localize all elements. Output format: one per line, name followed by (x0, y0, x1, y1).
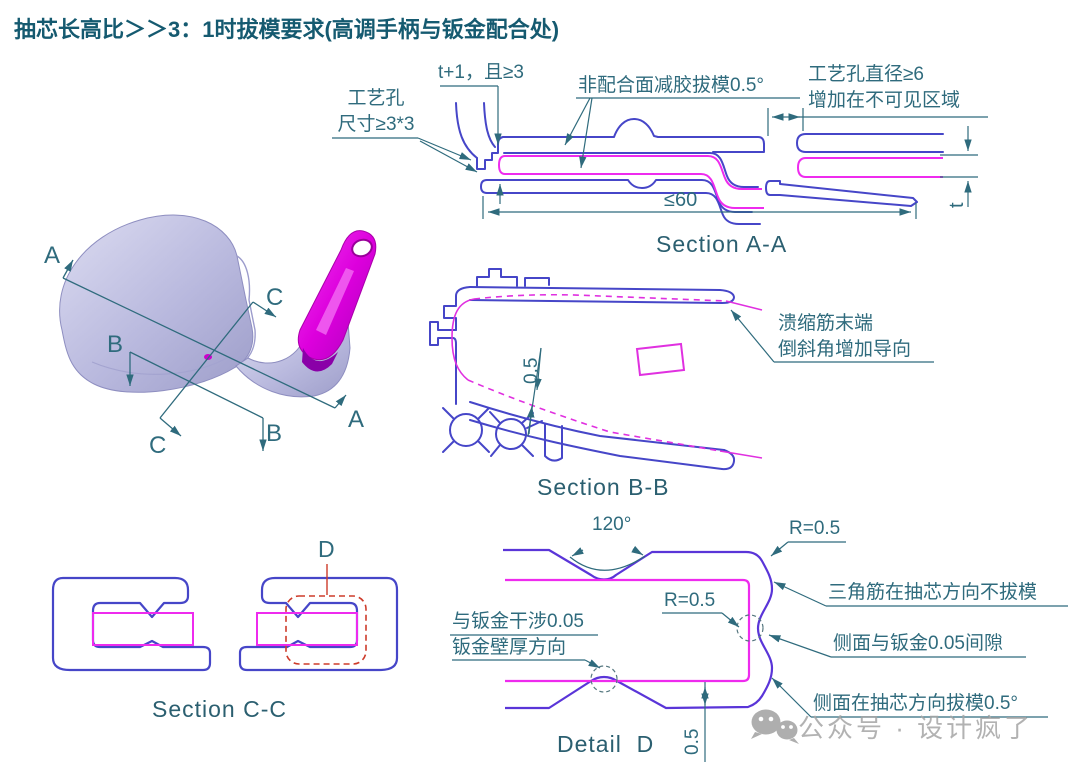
dd-radius-top-dim: R=0.5 (789, 518, 841, 539)
view3d-label-b-bottom: B (266, 420, 283, 447)
dd-draft-annotation: 侧面在抽芯方向拔模0.5° (813, 693, 1019, 714)
section-aa-label: Section A-A (656, 231, 788, 257)
section-bb-drawing (429, 268, 934, 471)
watermark-text: 公众号 · 设计疯了 (798, 713, 1034, 743)
dd-gap-dim: 0.5 (682, 728, 703, 755)
bb-rib-annotation: 溃缩筋末端倒斜角增加导向 (778, 313, 912, 360)
view3d-label-a-bottom: A (348, 406, 365, 433)
view3d-label-a-top: A (44, 242, 61, 269)
section-cc-label: Section C-C (152, 696, 287, 722)
wechat-icon (751, 709, 799, 744)
aa-length-dim: ≤60 (664, 189, 698, 211)
section-cc-drawing (51, 564, 399, 672)
aa-thickness-dim: t (946, 202, 968, 208)
aa-draft-annotation: 非配合面减胶拔模0.5° (578, 75, 765, 96)
cc-detail-marker: D (318, 536, 336, 562)
aa-wall-annotation: t+1，且≥3 (438, 62, 524, 83)
dd-angle-dim: 120° (592, 514, 632, 535)
bb-gap-dim: 0.5 (521, 357, 542, 384)
section-bb-label: Section B-B (537, 474, 670, 500)
handle-3d-view (59, 214, 377, 451)
dd-clearance-annotation: 侧面与钣金0.05间隙 (833, 633, 1003, 654)
view3d-label-b-top: B (107, 331, 124, 358)
page-title: 抽芯长高比＞＞3：1时拔模要求(高调手柄与钣金配合处) (14, 17, 560, 42)
dd-rib-annotation: 三角筋在抽芯方向不拔模 (828, 582, 1038, 603)
detail-d-label: Detail D (557, 731, 655, 757)
view3d-label-c-top: C (266, 284, 284, 311)
aa-hole-annotation: 工艺孔尺寸≥3*3 (337, 88, 415, 135)
detail-d-drawing (450, 541, 1068, 762)
view3d-label-c-bottom: C (149, 432, 167, 459)
section-aa-drawing (332, 85, 988, 225)
dd-radius-mid-dim: R=0.5 (664, 590, 716, 611)
